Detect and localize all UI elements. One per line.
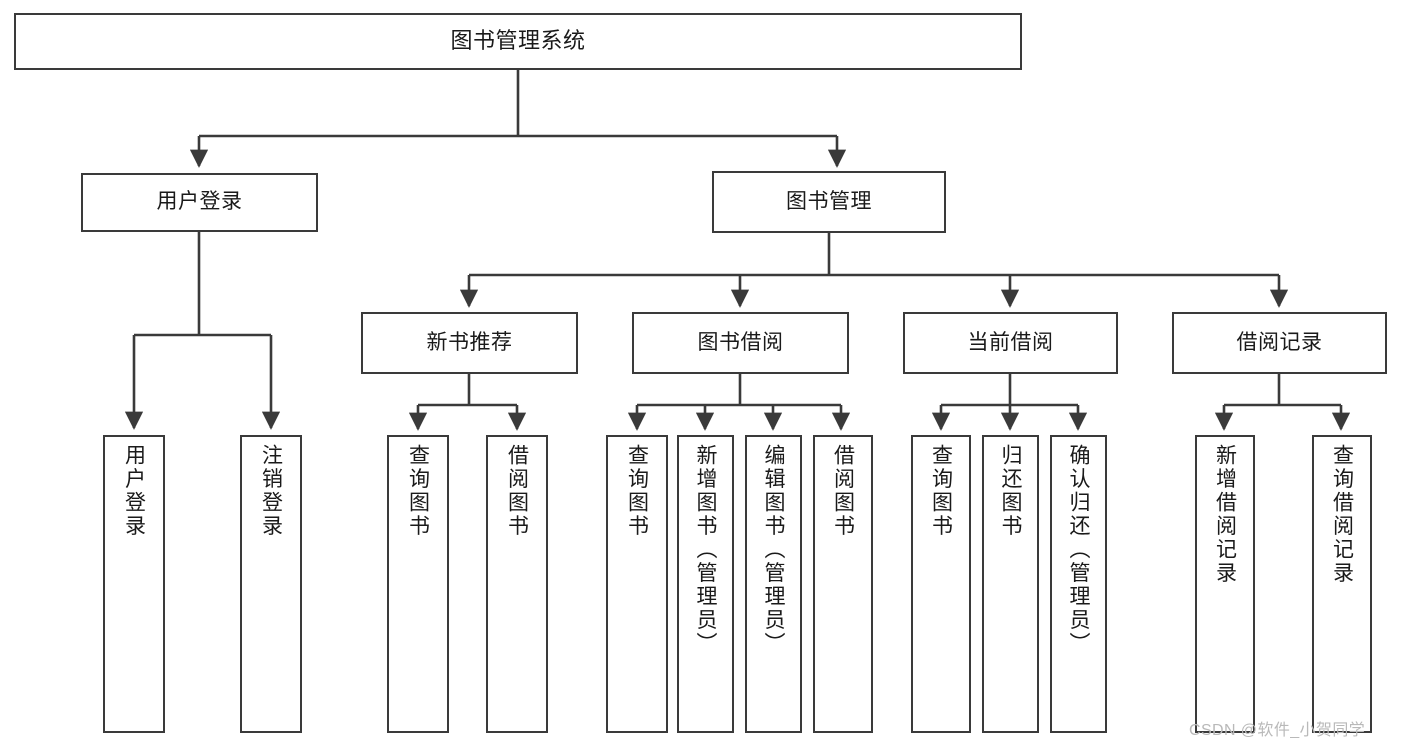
node-label: 注销登录 <box>259 444 283 538</box>
node-book-manage[interactable]: 图书管理 <box>712 171 946 233</box>
node-current-borrow[interactable]: 当前借阅 <box>903 312 1118 374</box>
node-label: 当前借阅 <box>967 330 1054 354</box>
node-label: 查询借阅记录 <box>1330 444 1354 585</box>
leaf-logout[interactable]: 注销登录 <box>240 435 302 733</box>
leaf-query-book-recommend[interactable]: 查询图书 <box>387 435 449 733</box>
leaf-user-login[interactable]: 用户登录 <box>103 435 165 733</box>
leaf-borrow-book-borrow[interactable]: 借阅图书 <box>813 435 873 733</box>
node-label: 图书管理 <box>786 189 872 213</box>
node-borrow-record[interactable]: 借阅记录 <box>1172 312 1387 374</box>
node-label: 归还图书 <box>999 444 1022 538</box>
node-label: 图书借阅 <box>697 330 784 354</box>
leaf-edit-book-admin[interactable]: 编辑图书（管理员） <box>745 435 802 733</box>
node-new-book-recommend[interactable]: 新书推荐 <box>361 312 578 374</box>
node-label: 确认归还（管理员） <box>1067 444 1090 656</box>
leaf-query-book-current[interactable]: 查询图书 <box>911 435 971 733</box>
node-label: 用户登录 <box>122 444 146 538</box>
node-label: 图书管理系统 <box>450 28 586 54</box>
leaf-query-borrow-record[interactable]: 查询借阅记录 <box>1312 435 1372 733</box>
node-label: 借阅图书 <box>831 444 855 538</box>
node-label: 借阅记录 <box>1236 330 1323 354</box>
watermark-text: CSDN @软件_小贺同学 <box>1189 722 1366 739</box>
leaf-add-book-admin[interactable]: 新增图书（管理员） <box>677 435 734 733</box>
node-label: 借阅图书 <box>505 444 529 538</box>
node-label: 新增图书（管理员） <box>694 444 717 656</box>
leaf-add-borrow-record[interactable]: 新增借阅记录 <box>1195 435 1255 733</box>
node-label: 新书推荐 <box>426 330 513 354</box>
node-label: 编辑图书（管理员） <box>762 444 785 656</box>
leaf-query-book-borrow[interactable]: 查询图书 <box>606 435 668 733</box>
node-label: 查询图书 <box>929 444 953 538</box>
node-label: 查询图书 <box>625 444 649 538</box>
node-user-login[interactable]: 用户登录 <box>81 173 318 232</box>
leaf-borrow-book-recommend[interactable]: 借阅图书 <box>486 435 548 733</box>
node-label: 用户登录 <box>156 190 243 214</box>
leaf-confirm-return-admin[interactable]: 确认归还（管理员） <box>1050 435 1107 733</box>
leaf-return-book[interactable]: 归还图书 <box>982 435 1039 733</box>
node-label: 查询图书 <box>406 444 430 538</box>
node-root-system[interactable]: 图书管理系统 <box>14 13 1022 70</box>
node-book-borrow[interactable]: 图书借阅 <box>632 312 849 374</box>
node-label: 新增借阅记录 <box>1213 444 1237 585</box>
